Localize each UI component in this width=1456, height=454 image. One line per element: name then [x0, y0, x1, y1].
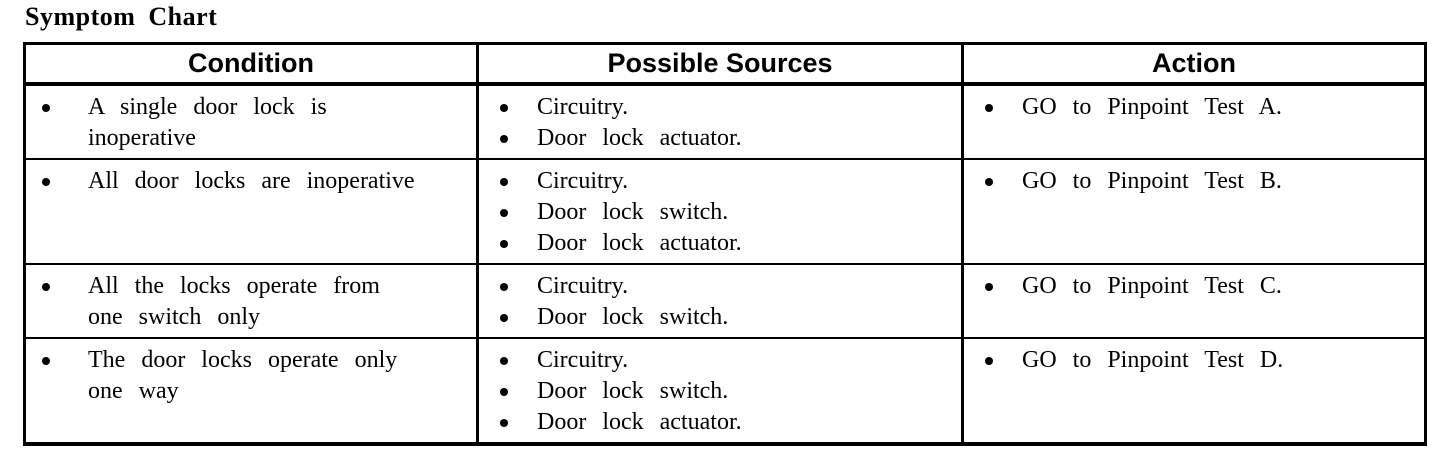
- list-item: All the locks operate from one switch on…: [26, 271, 468, 333]
- sources-list: Circuitry. Door lock switch. Door lock act…: [479, 166, 953, 259]
- bullet-icon: [985, 178, 993, 186]
- item-text: Door lock actuator.: [537, 125, 742, 151]
- condition-list: All the locks operate from one switch on…: [26, 271, 468, 333]
- item-text: The door locks operate only one way: [88, 347, 398, 404]
- condition-list: A single door lock is inoperative: [26, 92, 468, 154]
- bullet-icon: [985, 104, 993, 112]
- cell-sources: Circuitry. Door lock actuator.: [476, 83, 964, 160]
- list-item: Door lock switch.: [479, 197, 953, 228]
- header-row: Condition Possible Sources Action: [23, 42, 1427, 86]
- list-item: Door lock actuator.: [479, 407, 953, 438]
- cell-condition: The door locks operate only one way: [23, 337, 479, 445]
- bullet-icon: [42, 357, 50, 365]
- column-header-condition: Condition: [23, 42, 479, 86]
- column-header-action: Action: [961, 42, 1427, 86]
- list-item: Door lock switch.: [479, 302, 953, 333]
- cell-action: GO to Pinpoint Test B.: [961, 158, 1427, 265]
- list-item: All door locks are inoperative: [26, 166, 468, 197]
- list-item: Door lock switch.: [479, 376, 953, 407]
- item-text: GO to Pinpoint Test C.: [1022, 273, 1282, 299]
- item-text: A single door lock is inoperative: [88, 94, 327, 151]
- table-row: A single door lock is inoperative Circuit…: [23, 83, 1427, 160]
- item-text: Circuitry.: [537, 347, 629, 373]
- list-item: Circuitry.: [479, 166, 953, 197]
- bullet-icon: [500, 357, 508, 365]
- bullet-icon: [500, 314, 508, 322]
- cell-condition: All the locks operate from one switch on…: [23, 263, 479, 339]
- list-item: GO to Pinpoint Test B.: [964, 166, 1416, 197]
- bullet-icon: [500, 135, 508, 143]
- item-text: Circuitry.: [537, 273, 629, 299]
- list-item: The door locks operate only one way: [26, 345, 468, 407]
- list-item: Door lock actuator.: [479, 123, 953, 154]
- condition-list: All door locks are inoperative: [26, 166, 468, 197]
- item-text: GO to Pinpoint Test A.: [1022, 94, 1282, 120]
- bullet-icon: [42, 104, 50, 112]
- action-list: GO to Pinpoint Test D.: [964, 345, 1416, 376]
- cell-action: GO to Pinpoint Test D.: [961, 337, 1427, 445]
- table-row: The door locks operate only one way Circu…: [23, 337, 1427, 445]
- bullet-icon: [500, 388, 508, 396]
- action-list: GO to Pinpoint Test C.: [964, 271, 1416, 302]
- list-item: Circuitry.: [479, 271, 953, 302]
- item-text: Door lock actuator.: [537, 230, 742, 256]
- item-text: Door lock switch.: [537, 199, 729, 225]
- action-list: GO to Pinpoint Test B.: [964, 166, 1416, 197]
- item-text: Door lock switch.: [537, 304, 729, 330]
- item-text: Door lock switch.: [537, 378, 729, 404]
- bullet-icon: [500, 104, 508, 112]
- symptom-chart-table: Condition Possible Sources Action A sing…: [23, 42, 1427, 446]
- list-item: GO to Pinpoint Test C.: [964, 271, 1416, 302]
- bullet-icon: [500, 283, 508, 291]
- list-item: Door lock actuator.: [479, 228, 953, 259]
- item-text: All the locks operate from one switch on…: [88, 273, 380, 330]
- column-header-possible-sources: Possible Sources: [476, 42, 964, 86]
- bullet-icon: [42, 283, 50, 291]
- bullet-icon: [500, 240, 508, 248]
- table-row: All door locks are inoperative Circuitry.…: [23, 158, 1427, 265]
- sources-list: Circuitry. Door lock switch. Door lock act…: [479, 345, 953, 438]
- item-text: All door locks are inoperative: [88, 168, 415, 194]
- item-text: GO to Pinpoint Test D.: [1022, 347, 1284, 373]
- bullet-icon: [500, 419, 508, 427]
- bullet-icon: [500, 178, 508, 186]
- list-item: A single door lock is inoperative: [26, 92, 468, 154]
- list-item: GO to Pinpoint Test A.: [964, 92, 1416, 123]
- bullet-icon: [985, 357, 993, 365]
- list-item: Circuitry.: [479, 345, 953, 376]
- sources-list: Circuitry. Door lock actuator.: [479, 92, 953, 154]
- item-text: GO to Pinpoint Test B.: [1022, 168, 1282, 194]
- item-text: Circuitry.: [537, 168, 629, 194]
- cell-action: GO to Pinpoint Test A.: [961, 83, 1427, 160]
- table-row: All the locks operate from one switch on…: [23, 263, 1427, 339]
- cell-condition: All door locks are inoperative: [23, 158, 479, 265]
- condition-list: The door locks operate only one way: [26, 345, 468, 407]
- cell-sources: Circuitry. Door lock switch. Door lock act…: [476, 158, 964, 265]
- bullet-icon: [42, 178, 50, 186]
- cell-condition: A single door lock is inoperative: [23, 83, 479, 160]
- bullet-icon: [500, 209, 508, 217]
- cell-sources: Circuitry. Door lock switch. Door lock act…: [476, 337, 964, 445]
- list-item: GO to Pinpoint Test D.: [964, 345, 1416, 376]
- page-title: Symptom Chart: [25, 2, 218, 31]
- list-item: Circuitry.: [479, 92, 953, 123]
- action-list: GO to Pinpoint Test A.: [964, 92, 1416, 123]
- item-text: Door lock actuator.: [537, 409, 742, 435]
- cell-sources: Circuitry. Door lock switch.: [476, 263, 964, 339]
- item-text: Circuitry.: [537, 94, 629, 120]
- bullet-icon: [985, 283, 993, 291]
- cell-action: GO to Pinpoint Test C.: [961, 263, 1427, 339]
- sources-list: Circuitry. Door lock switch.: [479, 271, 953, 333]
